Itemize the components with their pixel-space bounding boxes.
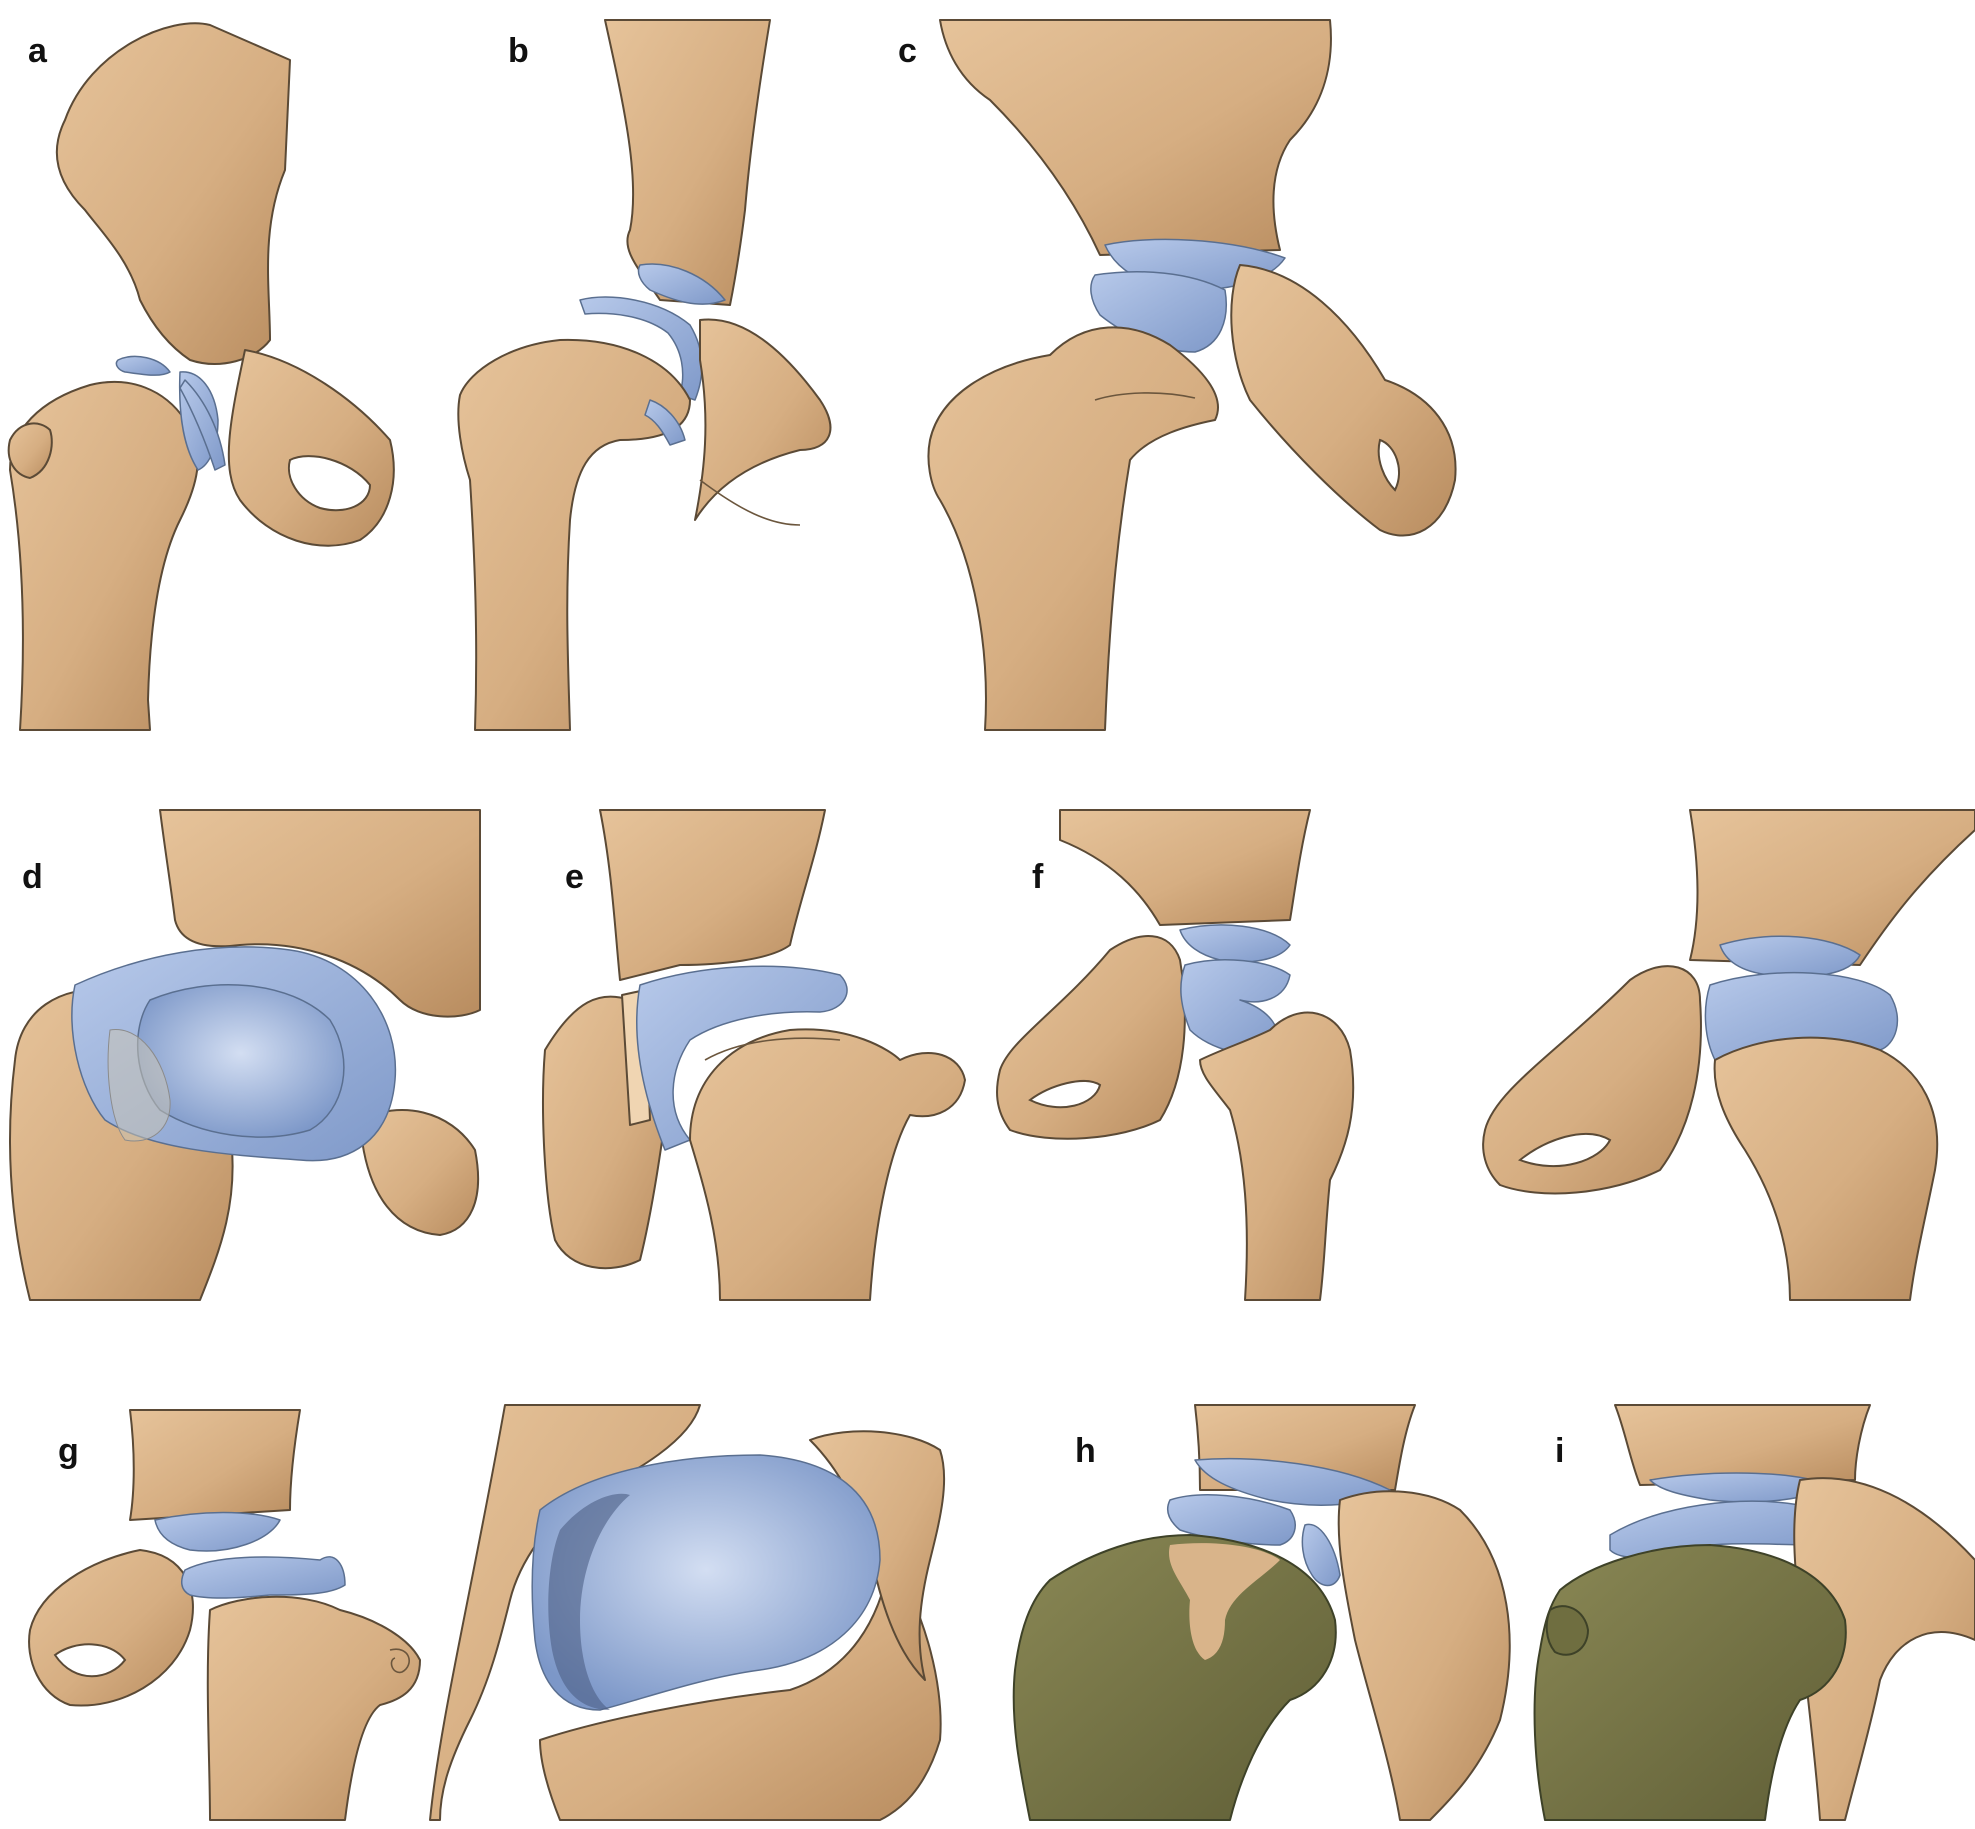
obturator-foramen xyxy=(1377,438,1400,492)
acetabular-cartilage xyxy=(637,263,726,305)
femur xyxy=(9,380,199,731)
ischium-pubis xyxy=(694,318,832,521)
triradiate-cartilage xyxy=(115,355,171,376)
panel-label-a: a xyxy=(28,32,48,70)
ilium-bone-second-view xyxy=(1689,809,1975,966)
panel-c: c xyxy=(898,19,1457,731)
fragmented-femoral-head-cartilage xyxy=(180,1556,346,1599)
pubis-loop xyxy=(996,935,1186,1140)
ilium-bone xyxy=(604,19,771,306)
femur xyxy=(927,326,1219,731)
panel-e: e xyxy=(542,809,966,1301)
femoral-head-cartilage xyxy=(644,399,686,446)
ossific-nucleus-shadow xyxy=(107,1029,171,1142)
obturator-foramen xyxy=(287,455,372,512)
fragmented-femur xyxy=(206,1595,421,1821)
ilium-bone xyxy=(159,809,481,1018)
physis-cartilage xyxy=(179,379,226,471)
ilium-bone xyxy=(599,809,826,981)
panel-i: i xyxy=(1533,1404,1975,1821)
panel-f: f xyxy=(996,809,1975,1301)
acetabular-cartilage-second-view xyxy=(1719,935,1861,978)
acetabular-cartilage xyxy=(636,965,848,1151)
panel-label-h: h xyxy=(1075,1432,1096,1470)
osteophyte-bump xyxy=(1545,1605,1589,1656)
ischium xyxy=(1337,1490,1511,1821)
enlarged-femoral-head-cartilage xyxy=(531,1454,881,1711)
panel-d: d xyxy=(9,809,481,1301)
medial-cartilage-fragment xyxy=(1301,1523,1341,1587)
obturator-foramen-second-view xyxy=(1517,1132,1612,1168)
acetabular-cartilage xyxy=(1179,924,1291,963)
fragmented-cartilage xyxy=(1167,1494,1296,1546)
femur xyxy=(457,338,691,731)
ilium-bone xyxy=(55,22,291,365)
femur-second-view xyxy=(1713,1036,1939,1301)
femoral-head-cartilage xyxy=(1180,959,1291,1055)
ischium xyxy=(359,1109,480,1236)
ischial-ramus-line xyxy=(699,479,801,526)
panel-a: a xyxy=(7,22,395,731)
panel-label-d: d xyxy=(22,858,43,896)
panel-h: h xyxy=(1012,1404,1511,1821)
panel-label-c: c xyxy=(898,32,917,70)
panel-label-i: i xyxy=(1555,1432,1564,1470)
physis-line xyxy=(1094,392,1196,401)
lesser-trochanter-spiral xyxy=(389,1648,410,1674)
ischium-pubis xyxy=(1230,264,1457,537)
physis-line xyxy=(704,1037,841,1061)
femur xyxy=(689,1028,966,1301)
femur xyxy=(1199,1011,1355,1301)
panel-label-f: f xyxy=(1032,858,1044,896)
ilium-bone xyxy=(939,19,1332,256)
greater-trochanter xyxy=(7,422,53,479)
ilium-bone xyxy=(1059,809,1311,926)
pubis-loop xyxy=(28,1549,194,1707)
panel-b: b xyxy=(457,19,832,731)
femoral-head-cartilage xyxy=(1090,271,1227,353)
obturator-foramen xyxy=(53,1643,127,1678)
panel-label-g: g xyxy=(58,1432,79,1470)
panel-label-b: b xyxy=(508,32,529,70)
panel-g: g xyxy=(28,1404,946,1821)
pubis-loop xyxy=(227,349,395,547)
panel-label-e: e xyxy=(565,858,584,896)
sclerotic-femoral-head xyxy=(1533,1544,1847,1821)
ilium-bone xyxy=(129,1409,301,1521)
labrum-cartilage xyxy=(579,296,703,401)
head-contour-shadow xyxy=(548,1493,630,1710)
viable-bone-island xyxy=(1169,1543,1280,1660)
obturator-foramen xyxy=(1028,1080,1102,1109)
pubis-loop-second-view xyxy=(1482,965,1702,1195)
sclerotic-femoral-head xyxy=(1012,1534,1337,1821)
acetabular-cartilage xyxy=(154,1511,281,1552)
